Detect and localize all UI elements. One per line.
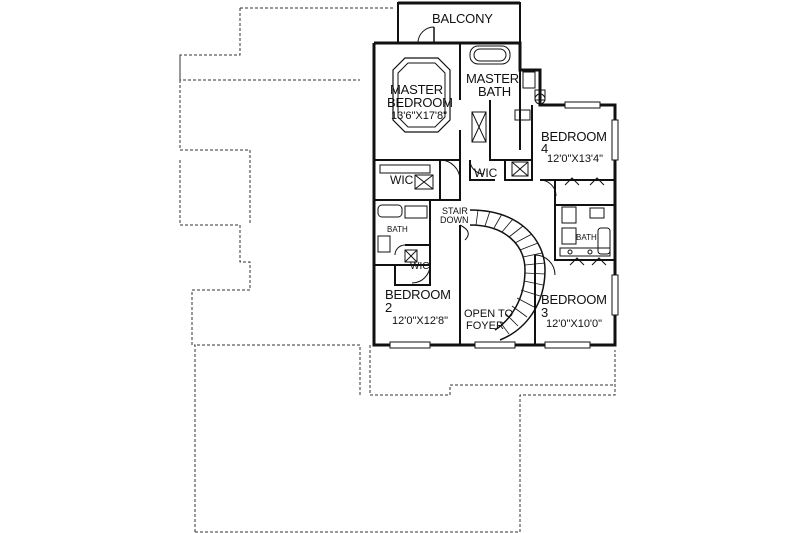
bedroom4-label-1: BEDROOM [541, 129, 607, 144]
stair-label-1: STAIR [442, 206, 468, 216]
wic-bed2-label: WIC [410, 261, 430, 272]
bedroom4-label-2: 4 [541, 141, 549, 156]
lower-floor-outline [179, 7, 616, 533]
balcony-label: BALCONY [432, 11, 493, 26]
bedroom2-label-1: BEDROOM [385, 287, 451, 302]
bedroom4-dims: 12'0"X13'4" [547, 153, 604, 165]
bedroom3-dims: 12'0"X10'0" [546, 318, 603, 330]
master-bath-label-1: MASTER [466, 71, 519, 86]
wic-master-left-label: WIC [390, 173, 414, 187]
bath-left-label: BATH [387, 225, 408, 234]
master-bedroom-label-2: BEDROOM [387, 95, 453, 110]
master-bath-label-2: BATH [478, 84, 511, 99]
stair-label-2: DOWN [440, 215, 469, 225]
bedroom3-label-2: 3 [541, 305, 549, 320]
wic-master-right-label: WIC [474, 166, 498, 180]
curved-staircase [459, 209, 546, 341]
fixtures [377, 45, 611, 284]
master-bedroom-label-1: MASTER [390, 82, 443, 97]
bedroom3-label-1: BEDROOM [541, 292, 607, 307]
exterior-walls [372, 41, 617, 347]
bedroom2-label-2: 2 [385, 300, 393, 315]
open-to-foyer-label-2: FOYER [466, 320, 504, 332]
master-bedroom-dims: 13'6"X17'8" [391, 110, 448, 122]
bath-right-label: BATH [576, 233, 597, 242]
windows [389, 101, 619, 349]
open-to-foyer-label-1: OPEN TO [464, 308, 514, 320]
bedroom2-dims: 12'0"X12'8" [392, 315, 449, 327]
